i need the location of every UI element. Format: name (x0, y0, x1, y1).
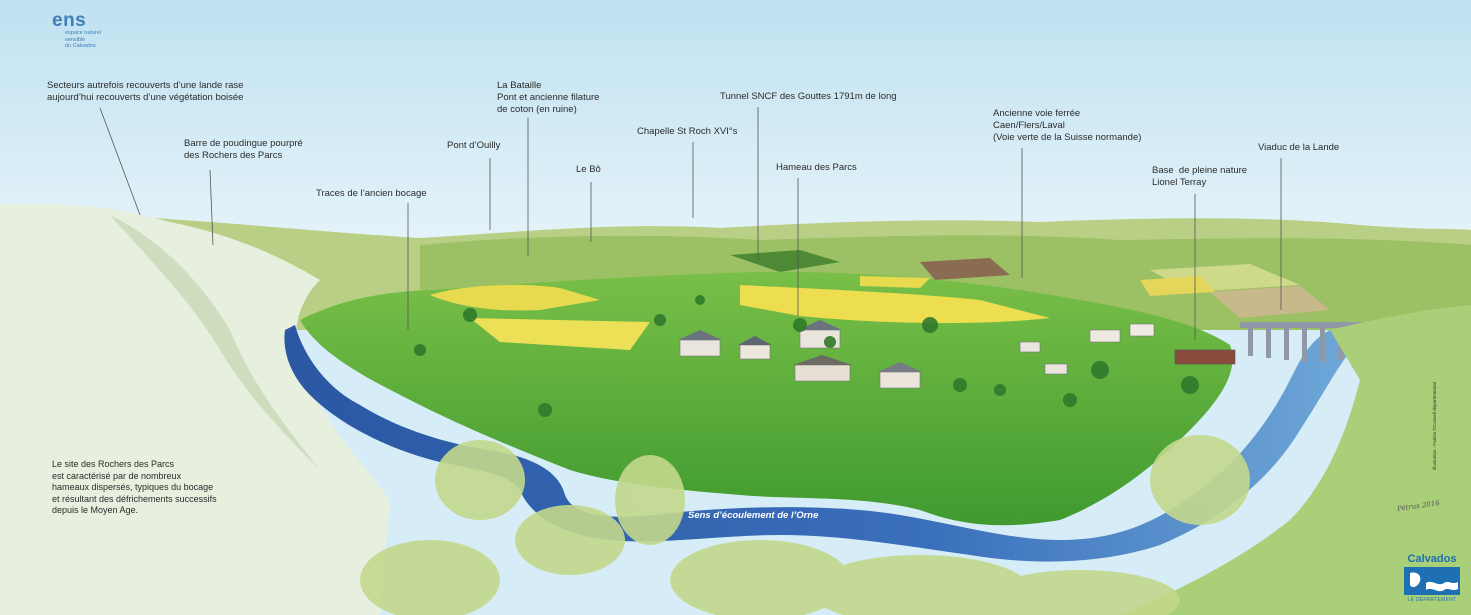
label-la-bataille: La Bataille Pont et ancienne filature de… (497, 80, 600, 115)
label-chapelle: Chapelle St Roch XVI°s (637, 126, 738, 137)
field-yellow-far (1140, 276, 1215, 296)
leader-lines (99, 107, 1282, 340)
foreground-foliage (360, 435, 1250, 615)
label-le-bo: Le Bô (576, 164, 601, 175)
rapeseed-field-right (740, 285, 1050, 324)
site-description: Le site des Rochers des Parcs est caract… (52, 459, 217, 515)
illustration-credit: Illustration : Patrice ©Conseil départem… (1432, 382, 1437, 470)
calvados-emblem-icon (1404, 567, 1460, 595)
calvados-name: Calvados (1407, 553, 1457, 565)
label-voie-ferree: Ancienne voie ferrée Caen/Flers/Laval (V… (993, 108, 1142, 143)
label-tunnel: Tunnel SNCF des Gouttes 1791m de long (720, 91, 897, 102)
label-hameau: Hameau des Parcs (776, 162, 857, 173)
label-base-nature: Base de pleine nature Lionel Terray (1152, 165, 1248, 188)
label-barre-poudingue: Barre de poudingue pourpré des Rochers d… (184, 138, 303, 161)
trees (414, 295, 1199, 417)
field-dark (730, 250, 840, 272)
label-traces-bocage: Traces de l’ancien bocage (316, 188, 427, 199)
field-pale-2 (1210, 286, 1330, 318)
ens-logo: ens espace naturel sensible du Calvados (52, 11, 101, 50)
cliff-shade (110, 215, 320, 470)
river-flow-label: Sens d’écoulement de l’Orne (688, 510, 819, 521)
cliffs (0, 203, 390, 615)
label-viaduc: Viaduc de la Lande (1258, 142, 1340, 153)
ens-wordmark: ens (52, 10, 87, 31)
ens-subtitle: espace naturel sensible du Calvados (65, 30, 102, 49)
calvados-logo: Calvados LE DÉPARTEMENT (1402, 553, 1462, 603)
rapeseed-field-left (430, 284, 600, 311)
calvados-department: LE DÉPARTEMENT (1407, 597, 1457, 603)
rapeseed-field-strip (860, 276, 930, 288)
label-secteurs: Secteurs autrefois recouverts d’une land… (47, 80, 244, 103)
right-slope (1120, 305, 1471, 615)
label-pont-ouilly: Pont d’Ouilly (447, 140, 501, 151)
field-brown (920, 258, 1010, 280)
rapeseed-field-center (470, 318, 650, 350)
river-orne (284, 325, 1355, 562)
